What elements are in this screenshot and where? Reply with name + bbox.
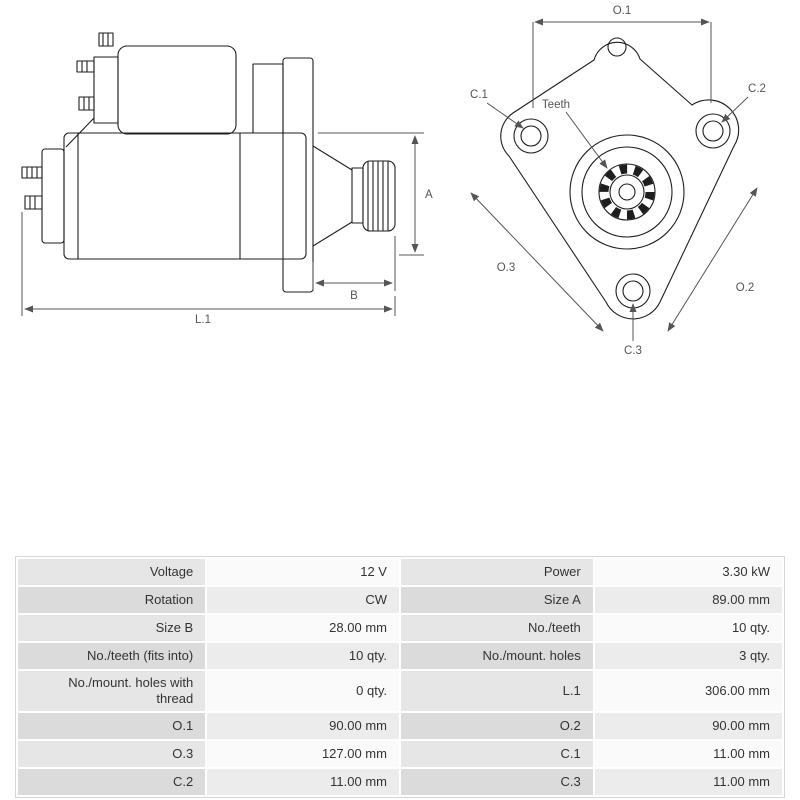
spec-label: O.3 [18,741,206,767]
spec-label: Power [400,559,593,585]
spec-value: 90.00 mm [207,713,399,739]
spec-label: Size A [400,587,593,613]
spec-row: Voltage 12 V Power 3.30 kW [18,559,782,585]
spec-label: No./mount. holes with thread [18,671,206,711]
spec-value: 11.00 mm [594,741,782,767]
spec-label: O.2 [400,713,593,739]
spec-value: 10 qty. [207,643,399,669]
spec-row: No./mount. holes with thread 0 qty. L.1 … [18,671,782,711]
spec-value: 10 qty. [594,615,782,641]
side-view-dimensions [21,132,424,316]
spec-label: Voltage [18,559,206,585]
spec-value: 3 qty. [594,643,782,669]
spec-value: CW [207,587,399,613]
dim-label-b: B [350,290,358,302]
spec-row: C.2 11.00 mm C.3 11.00 mm [18,769,782,795]
spec-label: C.1 [400,741,593,767]
spec-label: O.1 [18,713,206,739]
dim-label-o3: O.3 [497,262,516,274]
dim-label-c2: C.2 [748,83,766,95]
spec-value: 90.00 mm [594,713,782,739]
side-view-drawing [21,32,396,293]
front-view-dimensions [470,18,758,341]
dim-label-c1: C.1 [470,89,488,101]
technical-drawing-area: A B L.1 O.1 C.1 C.2 Teeth [21,5,766,357]
spec-label: Size B [18,615,206,641]
spec-row: Size B 28.00 mm No./teeth 10 qty. [18,615,782,641]
spec-value: 89.00 mm [594,587,782,613]
spec-row: O.1 90.00 mm O.2 90.00 mm [18,713,782,739]
dim-label-c3: C.3 [624,345,642,357]
spec-label: No./mount. holes [400,643,593,669]
spec-table-container: Voltage 12 V Power 3.30 kW Rotation CW S… [15,556,785,798]
starter-motor-diagram: A B L.1 O.1 C.1 C.2 Teeth [21,5,766,357]
spec-value: 127.00 mm [207,741,399,767]
teeth-label: Teeth [542,99,570,111]
front-view-drawing [500,37,740,320]
spec-value: 28.00 mm [207,615,399,641]
spec-row: Rotation CW Size A 89.00 mm [18,587,782,613]
spec-value: 11.00 mm [594,769,782,795]
dim-label-a: A [425,189,433,201]
spec-value: 11.00 mm [207,769,399,795]
spec-value: 3.30 kW [594,559,782,585]
spec-label: No./teeth [400,615,593,641]
dim-label-o1: O.1 [613,5,632,17]
spec-label: C.3 [400,769,593,795]
dim-label-o2: O.2 [736,282,755,294]
spec-label: Rotation [18,587,206,613]
spec-row: No./teeth (fits into) 10 qty. No./mount.… [18,643,782,669]
spec-label: C.2 [18,769,206,795]
spec-table: Voltage 12 V Power 3.30 kW Rotation CW S… [15,556,785,798]
spec-label: L.1 [400,671,593,711]
spec-row: O.3 127.00 mm C.1 11.00 mm [18,741,782,767]
dim-label-l1: L.1 [195,314,211,326]
spec-label: No./teeth (fits into) [18,643,206,669]
spec-value: 0 qty. [207,671,399,711]
spec-value: 12 V [207,559,399,585]
spec-value: 306.00 mm [594,671,782,711]
